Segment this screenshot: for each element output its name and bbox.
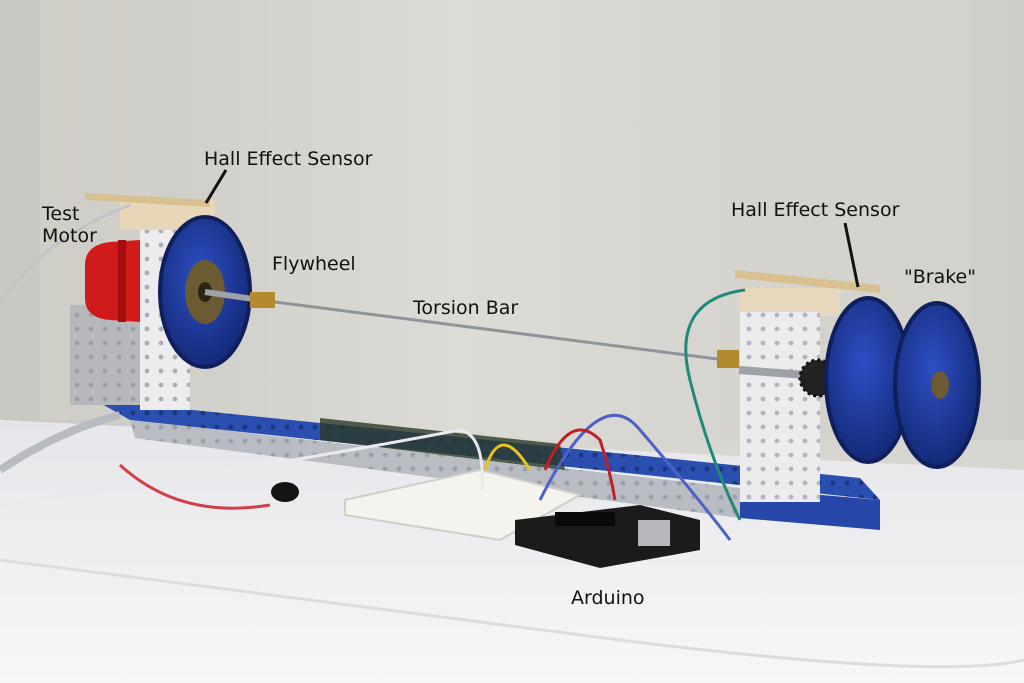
right-sensor-plank [740, 288, 840, 316]
leader-line-right-sensor [843, 222, 860, 288]
coupling-right [717, 350, 739, 368]
arduino-usb [638, 520, 670, 546]
label-brake: "Brake" [904, 266, 976, 288]
cloth-fold [0, 558, 1024, 669]
base-rail-side-holes [130, 420, 740, 518]
label-hall-sensor-right: Hall Effect Sensor [731, 199, 900, 221]
right-sensor-stick [735, 270, 880, 293]
left-mount-plate-holes [70, 305, 145, 405]
brake-wheel-hub [931, 371, 949, 399]
wire-purple [538, 413, 732, 541]
label-flywheel: Flywheel [272, 253, 356, 275]
label-test-motor: Test Motor [42, 203, 112, 247]
test-motor-band [118, 240, 126, 322]
wire-yellow [483, 443, 532, 471]
label-test-motor-line1: Test [42, 203, 80, 225]
wire-red [543, 428, 617, 501]
arduino-chip [555, 512, 615, 526]
base-rail-green-plate [320, 418, 565, 470]
label-arduino: Arduino [571, 587, 645, 609]
coupling-left [250, 292, 275, 308]
label-hall-sensor-left: Hall Effect Sensor [204, 148, 373, 170]
wire-grey-bundle [0, 411, 121, 474]
left-sensor-stick [85, 193, 210, 207]
label-test-motor-line2: Motor [42, 225, 97, 247]
wire-green-right [684, 288, 746, 521]
right-bracket-holes [740, 312, 820, 502]
wire-grey-motor [0, 203, 131, 306]
leader-line-left-sensor [204, 169, 228, 204]
torsion-bar [274, 300, 726, 362]
label-torsion-bar: Torsion Bar [413, 297, 519, 319]
cable-plug [271, 482, 299, 502]
wire-red-black [118, 463, 271, 510]
wire-white-long [0, 428, 484, 507]
test-motor [85, 240, 140, 322]
